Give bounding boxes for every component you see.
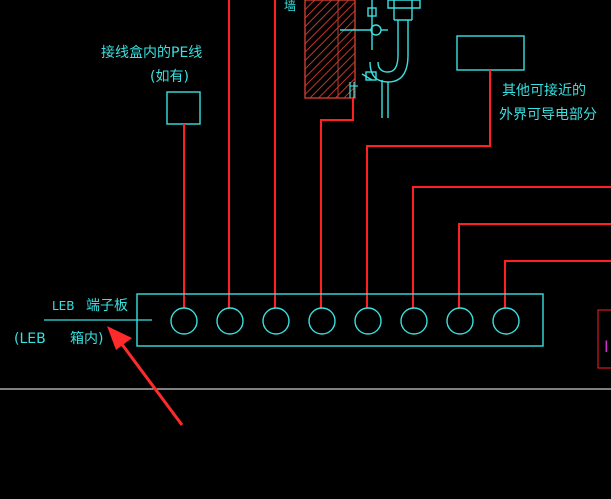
bonding-wires (183, 0, 611, 308)
terminal-group (170, 307, 520, 335)
junction-box (166, 91, 201, 125)
leb-terminal-code: LEB (52, 299, 75, 313)
terminal-3 (262, 307, 290, 335)
conductive-parts-box (456, 35, 525, 71)
right-panel-char: I (604, 337, 609, 356)
leb-terminal-strip (136, 293, 544, 347)
terminal-5 (354, 307, 382, 335)
pe-line-label: 接线盒内的PE线 (101, 44, 202, 61)
hatched-wall (304, 0, 356, 99)
terminal-8 (492, 307, 520, 335)
terminal-2 (216, 307, 244, 335)
terminal-6 (400, 307, 428, 335)
right-panel-fragment (597, 309, 611, 369)
leb-box-open-label: (LEB (14, 331, 46, 347)
leb-terminal-label: 端子板 (86, 298, 128, 314)
wire-4 (320, 98, 354, 308)
terminal-1 (170, 307, 198, 335)
pe-line-note: (如有) (150, 69, 189, 85)
wire-6 (412, 186, 611, 308)
leb-box-label: 箱内) (70, 331, 103, 347)
terminal-4 (308, 307, 336, 335)
wire-8 (504, 260, 611, 308)
wire-7 (458, 223, 611, 308)
conductive-parts-label-1: 其他可接近的 (502, 82, 586, 99)
red-arrow-icon (107, 326, 184, 426)
conductive-parts-label-2: 外界可导电部分 (499, 107, 597, 123)
terminal-7 (446, 307, 474, 335)
valve-marker (349, 82, 358, 98)
wire-5 (366, 70, 491, 308)
wall-label: 墙 (284, 0, 296, 13)
faucet-pipe-icon (340, 0, 421, 118)
